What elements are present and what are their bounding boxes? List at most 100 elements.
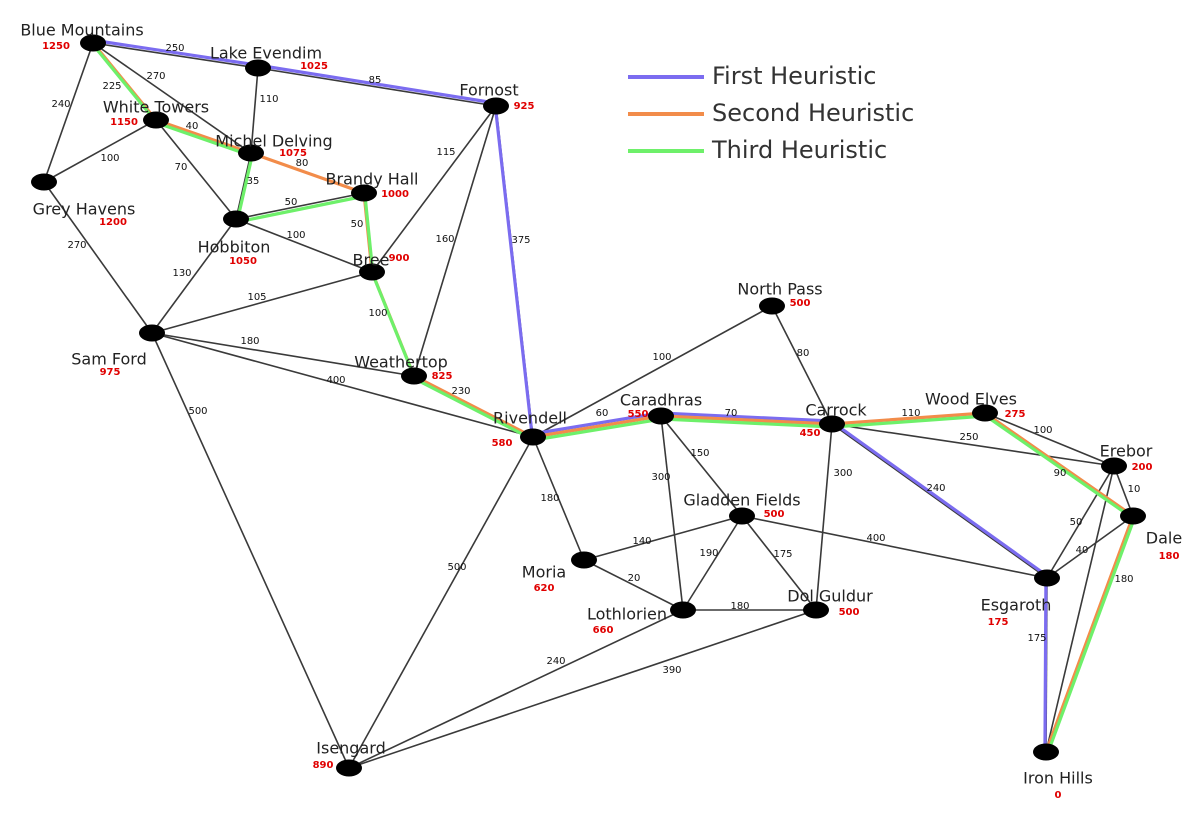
node-name-label: Esgaroth [981,596,1052,615]
edge-weight: 300 [651,472,670,483]
node-heuristic-value: 1150 [110,117,138,128]
edge-weight: 105 [247,292,266,303]
node-heuristic-value: 975 [100,367,121,378]
edge-bree-sam-ford [151,271,373,334]
node-name-label: Bree [353,251,390,270]
edge-moria-lothlorien [583,559,684,611]
edge-sam-ford-rivendell [151,332,534,438]
node-marker [351,184,377,202]
edge-carrock-esgaroth [831,423,1048,579]
node-name-label: Fornost [459,81,518,100]
node-heuristic-value: 1000 [381,189,409,200]
node-name-label: Erebor [1100,442,1153,461]
edge-dol-guldur-isengard [348,609,817,769]
edge-weight: 90 [1054,468,1067,479]
node-marker [483,97,509,115]
edge-weight: 35 [247,176,260,187]
node-marker [1033,743,1059,761]
node-name-label: Moria [522,563,566,582]
node-name-label: Caradhras [620,391,702,410]
edge-north-pass-carrock [771,305,833,425]
edge-white-towers-hobbiton [155,119,237,220]
node-heuristic-value: 0 [1055,790,1062,801]
edge-weight: 50 [351,219,364,230]
edge-carrock-dol-guldur [815,423,833,611]
edge-weight: 300 [833,468,852,479]
edge-hobbiton-sam-ford [151,218,237,334]
node-heuristic-value: 1250 [42,41,70,52]
edge-weight: 500 [447,562,466,573]
edge-dale-esgaroth [1046,515,1134,579]
node-marker [520,428,546,446]
edge-weight: 20 [628,573,641,584]
legend-item: Third Heuristic [628,136,887,164]
node-name-label: Grey Havens [33,200,136,219]
edge-weight: 100 [100,153,119,164]
edge-weight: 40 [186,121,199,132]
edge-weight: 50 [1070,517,1083,528]
edge-grey-havens-sam-ford [43,181,153,334]
node-marker [803,601,829,619]
node-name-label: Dol Guldur [787,587,873,606]
edge-blue-mountains-grey-havens [43,42,94,183]
node-name-label: Sam Ford [71,350,147,369]
node-heuristic-value: 1025 [300,61,328,72]
edge-weight: 400 [866,533,885,544]
edge-weight: 80 [797,348,810,359]
edge-weight: 180 [240,336,259,347]
edge-caradhras-gladden-fields [660,415,743,517]
node-name-label: Lothlorien [587,605,667,624]
legend-label: Second Heuristic [712,99,914,127]
node-heuristic-value: 925 [514,101,535,112]
edge-weight: 10 [1128,484,1141,495]
edge-weight: 160 [435,234,454,245]
node-name-label: Isengard [316,739,385,758]
edge-white-towers-grey-havens [43,119,157,183]
edge-fornost-weathertop [413,105,497,377]
node-marker [245,59,271,77]
node-heuristic-value: 1200 [99,217,127,228]
node-name-label: North Pass [737,280,822,299]
node-heuristic-value: 500 [790,298,811,309]
edge-weight: 70 [725,408,738,419]
edge-wood-elves-erebor [984,412,1115,467]
edge-weight: 80 [296,158,309,169]
node-marker [972,404,998,422]
legend-label: First Heuristic [712,62,876,90]
edge-sam-ford-weathertop [151,332,415,377]
node-marker [729,507,755,525]
edge-lake-evendim-michel-delving [250,67,259,154]
edge-rivendell-moria [532,436,585,561]
node-heuristic-value: 550 [628,409,649,420]
legend-item: First Heuristic [628,62,876,90]
node-marker [1120,507,1146,525]
node-marker [759,297,785,315]
edge-weight: 400 [326,375,345,386]
